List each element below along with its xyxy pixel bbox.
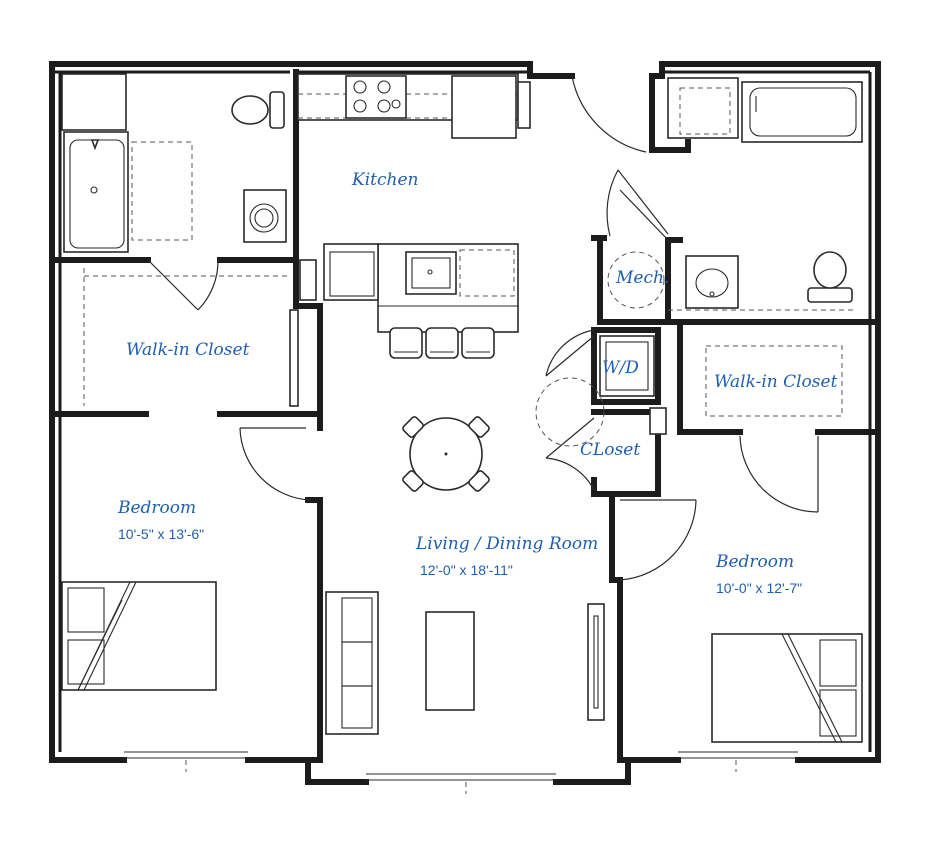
- closet-label: CLoset: [580, 440, 641, 460]
- washer-dryer: [545, 329, 655, 397]
- bedroom-left-label: Bedroom: [118, 498, 197, 518]
- wd-label: W/D: [602, 358, 639, 378]
- bedroom-right-dims: 10'-0" x 12'-7": [716, 580, 803, 596]
- sofa-icon: [325, 591, 379, 735]
- stove-icon: [345, 75, 407, 119]
- left-bathroom: [61, 73, 287, 311]
- kitchen: [297, 73, 647, 359]
- right-bathroom: [606, 77, 863, 311]
- closet: [535, 377, 667, 491]
- walkin-closet-right-label: Walk-in Closet: [714, 372, 838, 392]
- walkin-closet-left-label: Walk-in Closet: [126, 340, 250, 360]
- living-dims: 12'-0" x 18'-11": [420, 562, 513, 578]
- bed-icon: [61, 581, 217, 691]
- toilet-icon: [231, 91, 285, 129]
- kitchen-island: [299, 243, 519, 359]
- mech-room: [607, 189, 671, 309]
- toilet-icon: [807, 251, 853, 303]
- sink-icon: [685, 255, 739, 309]
- dining-table-icon: [402, 416, 490, 492]
- interior-walls: [49, 69, 881, 763]
- living-dining: [325, 416, 605, 794]
- coffee-table: [425, 611, 475, 711]
- sink-icon: [243, 189, 287, 243]
- tv-console: [587, 603, 605, 721]
- right-bedroom: [619, 499, 863, 772]
- sink-icon: [405, 251, 457, 295]
- bedroom-right-label: Bedroom: [716, 552, 795, 572]
- left-walkin-closet: [83, 268, 311, 501]
- bed-icon: [711, 633, 863, 743]
- kitchen-label: Kitchen: [352, 170, 419, 190]
- right-walkin-closet: [705, 345, 843, 513]
- bedroom-left-dims: 10'-5" x 13'-6": [118, 526, 205, 542]
- left-bedroom: [61, 581, 217, 772]
- mech-label: Mech.: [616, 268, 670, 288]
- living-label: Living / Dining Room: [416, 534, 599, 554]
